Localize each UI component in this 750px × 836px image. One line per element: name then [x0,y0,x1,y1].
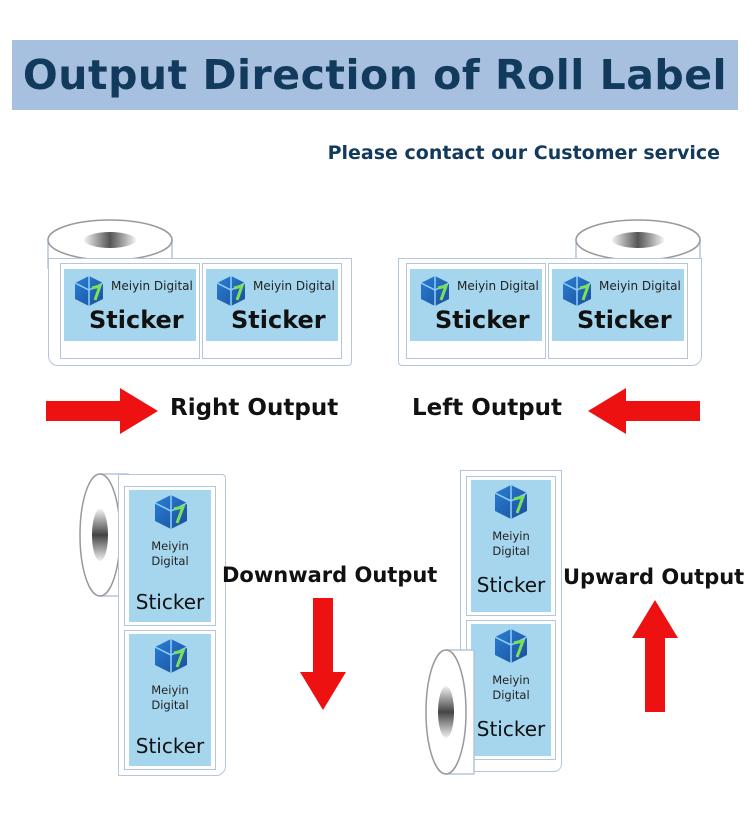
brand-name-line1: Meiyin [151,539,189,553]
brand-name: Meiyin Digital [599,279,681,293]
logo-cube-icon [494,629,528,663]
sticker-text: Sticker [89,306,184,334]
sticker-text: Sticker [435,306,530,334]
upward-output-panel: Meiyin Digital Sticker Meiyin Digital St… [424,470,564,780]
brand-name-line2: Digital [151,554,189,568]
sticker-text: Sticker [476,717,546,741]
downward-output-panel: Meiyin Digital Sticker Meiyin Digital St… [78,470,228,780]
logo-cube-icon [154,495,188,529]
arrow-right-icon [46,388,158,434]
label-card: Meiyin Digital Sticker [406,263,546,359]
upward-output-label: Upward Output [563,565,745,589]
brand-name: Meiyin Digital [111,279,193,293]
brand-name: Meiyin Digital [457,279,539,293]
sticker-text: Sticker [135,734,205,758]
contact-note: Please contact our Customer service [327,142,720,164]
sticker-text: Sticker [577,306,672,334]
arrow-up-icon [632,600,678,712]
right-output-label: Right Output [170,395,339,421]
arrow-down-icon [300,598,346,710]
sticker-text: Sticker [135,590,205,614]
left-output-panel: Meiyin Digital Sticker Meiyin Digital St… [396,218,706,368]
sticker-text: Sticker [231,306,326,334]
right-output-panel: Meiyin Digital Sticker Meiyin Digital St… [44,218,354,368]
label-card: Meiyin Digital Sticker [60,263,200,359]
page-title: Output Direction of Roll Label [22,51,728,99]
left-output-label: Left Output [412,395,563,421]
brand-name: Meiyin Digital [253,279,335,293]
arrow-left-icon [588,388,700,434]
logo-cube-icon [562,276,592,306]
brand-name-line2: Digital [492,544,530,558]
logo-cube-icon [494,485,528,519]
brand-name-line2: Digital [151,698,189,712]
logo-cube-icon [154,639,188,673]
label-card: Meiyin Digital Sticker [124,486,216,626]
label-card: Meiyin Digital Sticker [466,476,556,616]
label-card: Meiyin Digital Sticker [124,630,216,770]
downward-output-label: Downward Output [222,563,438,587]
logo-cube-icon [216,276,246,306]
label-card: Meiyin Digital Sticker [548,263,688,359]
roll-icon [425,649,475,775]
brand-name-line2: Digital [492,688,530,702]
brand-name-line1: Meiyin [492,673,530,687]
sticker-text: Sticker [476,573,546,597]
logo-cube-icon [420,276,450,306]
brand-name-line1: Meiyin [151,683,189,697]
title-banner: Output Direction of Roll Label [12,40,738,110]
label-card: Meiyin Digital Sticker [202,263,342,359]
brand-name-line1: Meiyin [492,529,530,543]
label-card: Meiyin Digital Sticker [466,620,556,760]
logo-cube-icon [74,276,104,306]
